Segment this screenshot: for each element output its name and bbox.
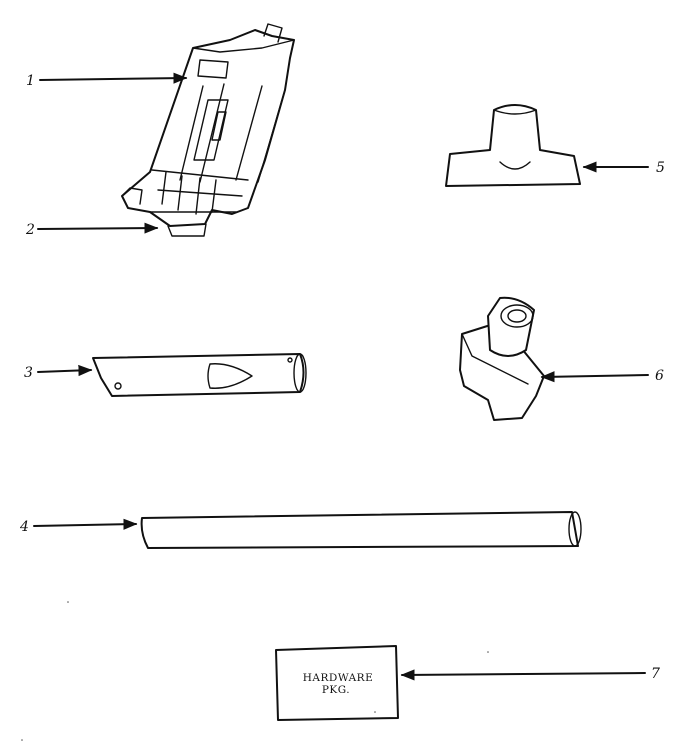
part-1-base-frame: [121, 23, 295, 237]
part-5-upholstery-nozzle: [445, 104, 581, 187]
callout-arrow-6: [540, 371, 649, 383]
callout-arrow-1: [39, 72, 188, 84]
part-4-extension-wand: [140, 511, 582, 549]
callout-number-5: 5: [656, 160, 665, 176]
callout-arrow-7: [400, 669, 646, 681]
scan-specks: [21, 601, 489, 741]
callout-number-4: 4: [19, 519, 29, 535]
callout-arrow-3: [37, 364, 93, 377]
callout-numbers: 1 2 3 4 5 6 7: [19, 73, 665, 682]
part-6-adapter: [459, 296, 545, 421]
callout-number-6: 6: [655, 368, 664, 384]
callout-number-1: 1: [26, 73, 35, 89]
callout-arrow-2: [37, 222, 159, 234]
callout-number-3: 3: [24, 365, 33, 381]
part-3-crevice-tool: [92, 353, 307, 397]
hardware-pkg-line2: PKG.: [322, 684, 350, 696]
part-7-hardware-package: HARDWARE PKG.: [275, 645, 399, 721]
callout-number-2: 2: [25, 222, 35, 238]
callout-arrow-4: [33, 518, 138, 530]
callout-number-7: 7: [651, 666, 660, 682]
hardware-pkg-line1: HARDWARE: [303, 672, 374, 684]
callout-arrows: [33, 72, 649, 681]
